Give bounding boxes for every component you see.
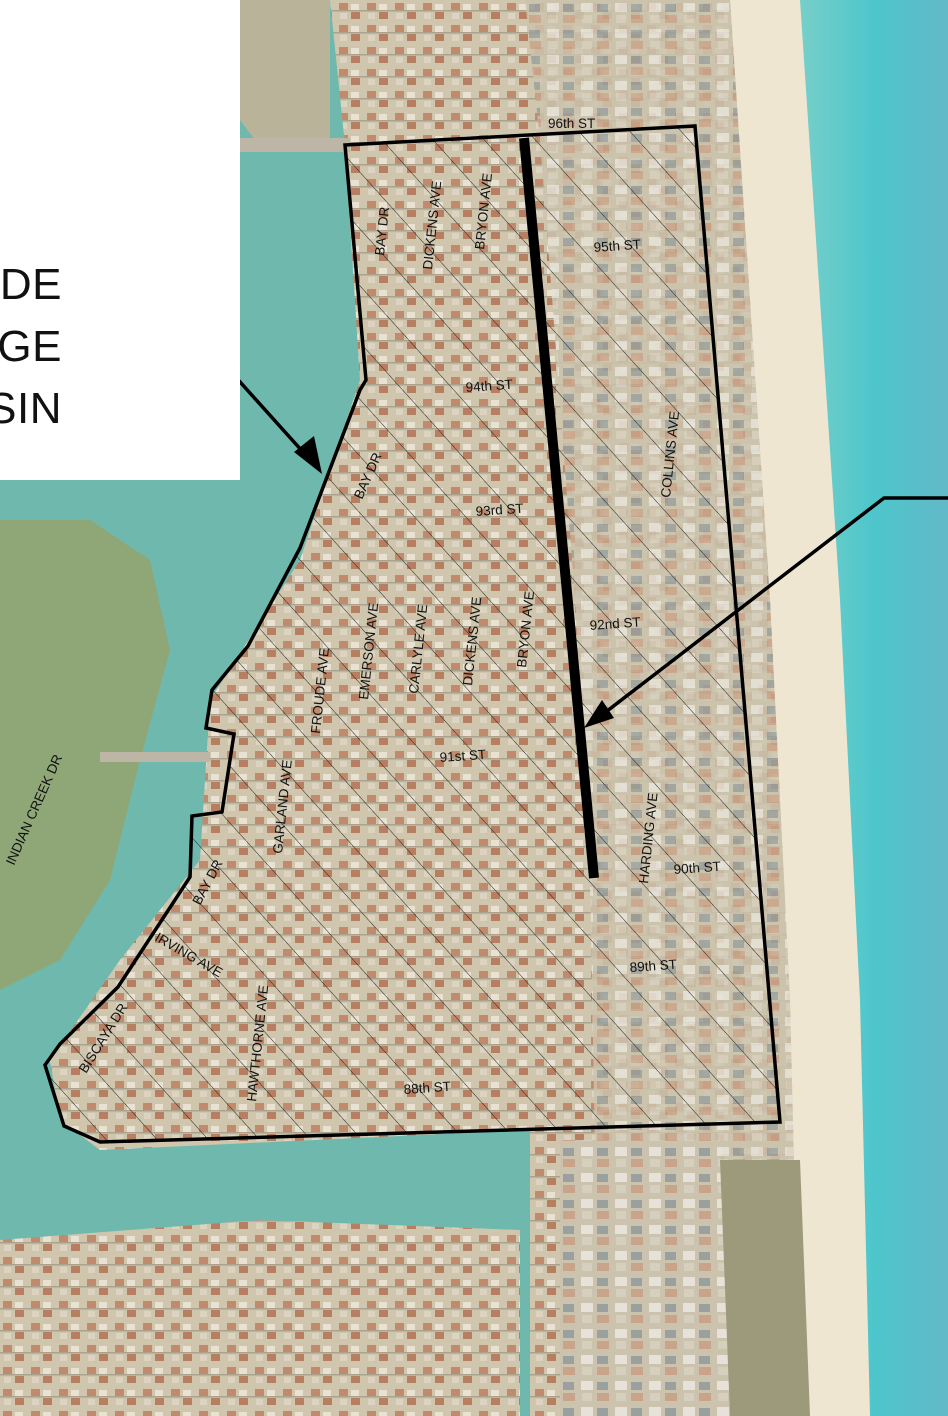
beach <box>720 0 870 1416</box>
street-label: 91st ST <box>439 747 486 765</box>
bridge-north <box>240 138 350 152</box>
basin-boundary <box>43 124 782 1144</box>
dune-vegetation <box>720 1160 810 1416</box>
callout-leader-right <box>596 496 948 720</box>
north-land <box>240 0 330 140</box>
basin-callout-box: DE GE SIN <box>0 0 240 480</box>
south-island <box>0 1220 520 1416</box>
street-label: 93rd ST <box>475 501 524 519</box>
bridge-west <box>100 752 210 762</box>
callout-text-line-3: SIN <box>0 384 62 433</box>
callout-text-line-1: DE <box>0 260 62 309</box>
street-label: 89th ST <box>629 957 677 975</box>
callout-text-line-2: GE <box>0 322 62 371</box>
drainage-line <box>519 137 599 879</box>
street-label: BAY DR <box>372 206 392 257</box>
street-label: 88th ST <box>403 1079 451 1097</box>
callout-arrow-right <box>584 700 614 728</box>
street-label: 94th ST <box>465 377 513 395</box>
street-label: 92nd ST <box>589 614 641 633</box>
street-label: 96th ST <box>548 116 595 131</box>
street-label: 95th ST <box>593 237 641 255</box>
indian-creek-island <box>0 520 170 990</box>
basin-hatch <box>45 126 780 1142</box>
southeast-land <box>560 1140 730 1416</box>
street-label: 90th ST <box>673 859 721 877</box>
callout-arrow-left <box>294 436 322 474</box>
